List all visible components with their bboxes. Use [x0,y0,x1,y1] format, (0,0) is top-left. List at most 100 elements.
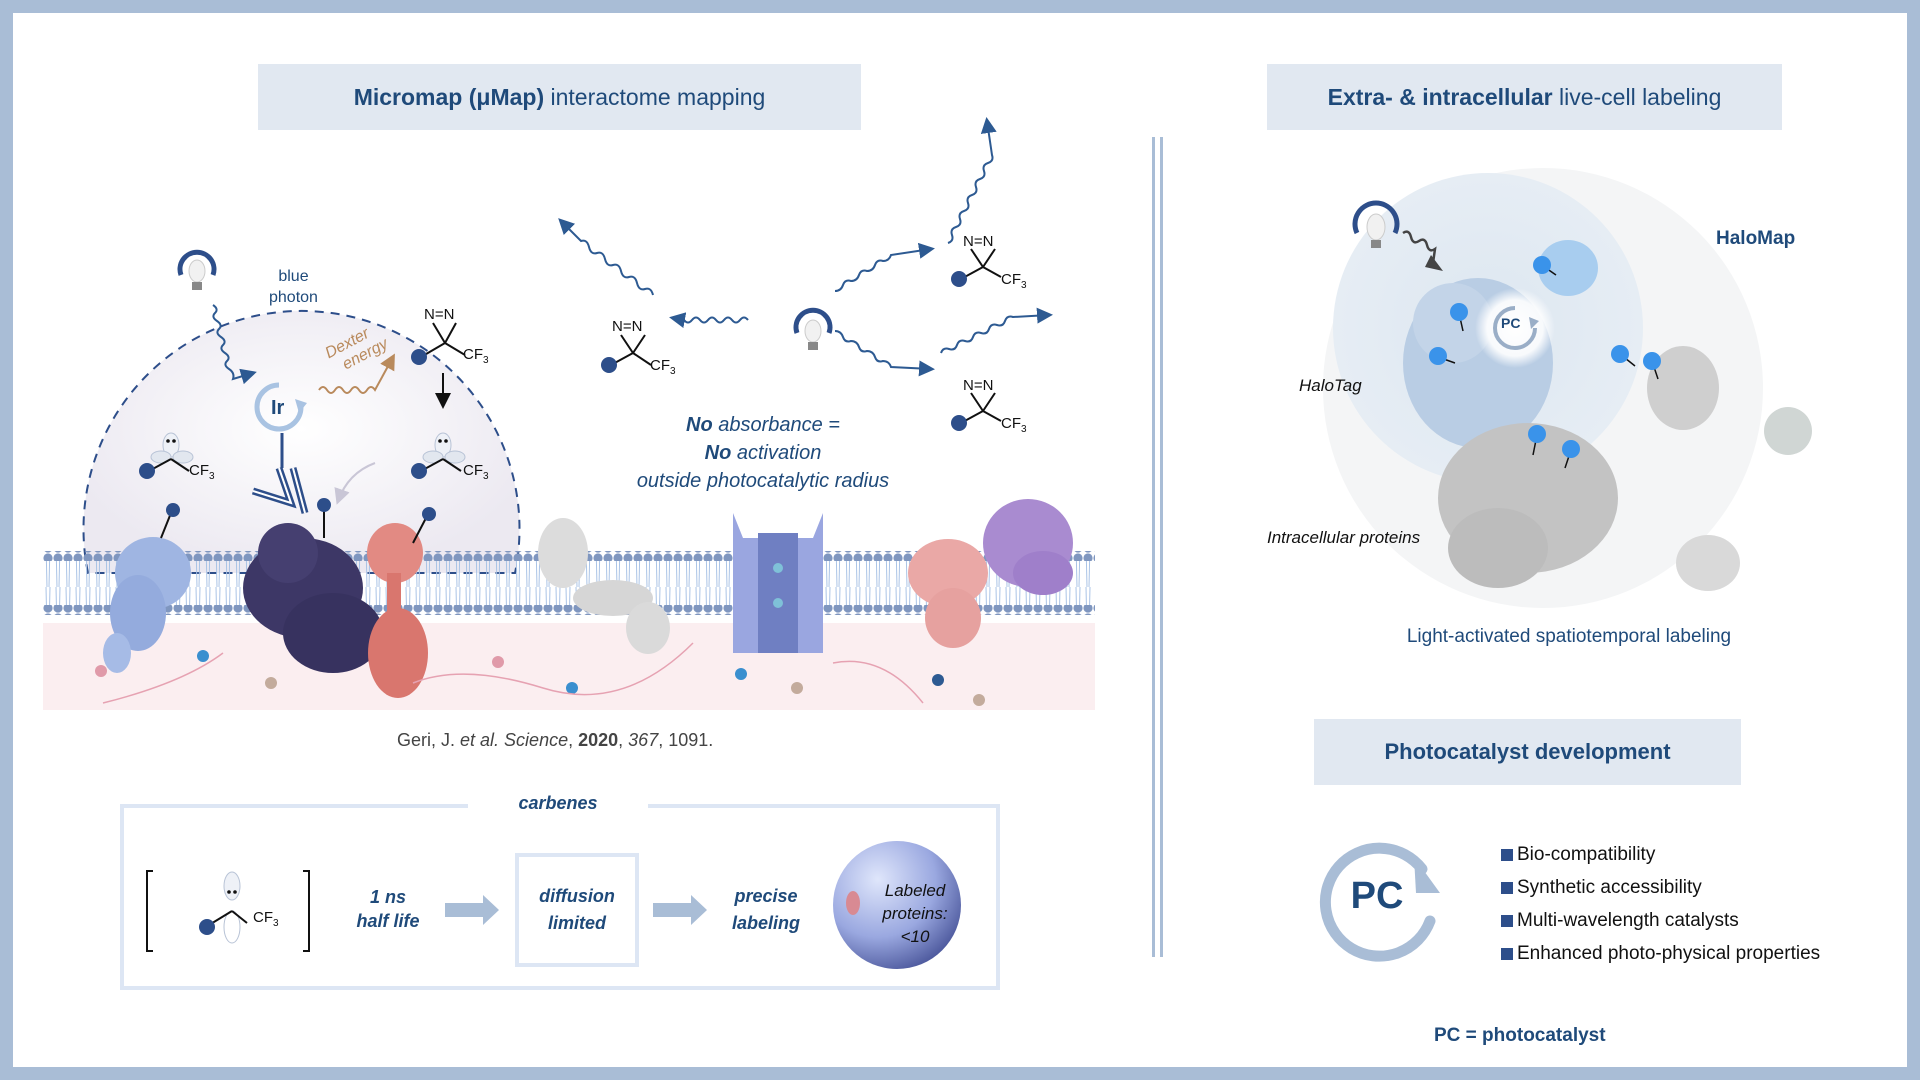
small-protein-bottom [1676,535,1740,591]
ion-dot [265,677,277,689]
diazirine-structure-3 [951,248,1002,287]
pc-dev-item-label: Synthetic accessibility [1517,876,1702,898]
blue-photon-label-line1: blue [278,268,309,285]
precise-line1: precise [734,886,798,906]
blue-photon-label: blue photon [269,266,318,308]
carbene-structure-left [139,432,194,479]
pc-dev-title-text: Photocatalyst development [1384,739,1671,764]
labeled-proteins-text: Labeled proteins: <10 [865,879,965,948]
outer-photon-waves [558,117,1053,377]
no-bold-2: No [704,442,732,464]
left-title-rest: interactome mapping [544,83,766,110]
pc-dev-title: Photocatalyst development [1314,719,1741,785]
probe-pins [160,498,436,544]
pc-dev-item: Synthetic accessibility [1501,871,1820,904]
dexter-energy-wave [318,353,395,394]
citation-year: 2020 [578,730,619,750]
pc-dev-item-label: Bio-compatibility [1517,843,1656,865]
citation-volume: 367 [628,730,659,750]
pc-big-label: PC [1350,875,1404,917]
right-panel-title: Extra- & intracellular live-cell labelin… [1267,64,1782,130]
no-absorbance-rest: absorbance = [712,414,840,436]
halotag-label: HaloTag [1299,376,1362,395]
protein-light-blue [103,537,191,673]
citation-sep: , [618,730,629,750]
figure-canvas: Micromap (μMap) interactome mapping [13,13,1907,1067]
diffusion-line2: limited [547,913,606,933]
half-life-line2: half life [356,911,420,931]
left-panel-title: Micromap (μMap) interactome mapping [258,64,861,130]
blue-photon-wave [212,304,257,385]
ion-dot [492,656,504,668]
membrane-inner-heads [43,605,1095,615]
diazirine-nn-label-1: N=N [424,306,455,323]
ion-dot [973,694,985,706]
flow-arrow-2 [653,895,707,925]
cf3-label-3: CF3 [189,462,215,482]
antibody-icon [251,433,309,514]
ion-dot [95,665,107,677]
right-title-rest: live-cell labeling [1552,83,1722,110]
lightbulb-icon [177,249,217,290]
pc-small-label: PC [1501,315,1521,331]
citation: Geri, J. et al. Science, 2020, 367, 1091… [397,730,713,751]
right-title-bold: Extra- & intracellular [1327,83,1553,110]
square-bullet-icon [1501,914,1513,927]
no-absorbance-text: No absorbance = No activation outside ph… [613,411,913,495]
diazirine-structure-4 [951,392,1002,431]
halomap-probe-pins [1429,256,1661,469]
bracketed-carbene-structure [146,870,310,952]
diazirine-structure-1 [411,322,466,365]
square-bullet-icon [1501,947,1513,960]
grey-curved-arrow [334,462,376,505]
halomap-photon-wave [1402,230,1437,264]
precise-line2: labeling [731,913,800,933]
citation-pages: , 1091. [658,730,714,750]
ion-dot [735,668,747,680]
half-life-line1: 1 ns [369,887,407,907]
no-absorbance-line3: outside photocatalytic radius [636,470,890,492]
ion-dot [566,682,578,694]
no-activation-rest: activation [731,442,822,464]
sphere-line1: Labeled [884,881,946,900]
pc-footnote: PC = photocatalyst [1434,1025,1606,1046]
diffusion-line1: diffusion [539,886,615,906]
halomap-caption: Light-activated spatiotemporal labeling [1406,626,1732,647]
citation-etal: et al. [460,730,500,750]
citation-sep: , [568,730,579,750]
no-absorbance-line1: No absorbance = [613,411,913,439]
panel-divider-right-line [1160,137,1163,957]
ion-channel-protein [733,513,823,653]
citation-journal: Science [499,730,569,750]
pc-dev-item: Multi-wavelength catalysts [1501,904,1820,937]
labeled-proteins-sphere [833,841,961,969]
ion-dot [932,674,944,686]
diffusion-limited-box: diffusion limited [515,853,639,967]
intracellular-proteins-label: Intracellular proteins [1267,528,1421,547]
no-absorbance-line2: No activation [613,439,913,467]
iridium-label: Ir [271,397,285,419]
half-life-text: 1 ns half life [343,885,433,933]
square-bullet-icon [1501,848,1513,861]
small-protein-far [1764,407,1812,455]
cf3-label-4: CF3 [650,357,676,377]
cf3-label-2: CF3 [463,462,489,482]
left-title-bold: Micromap (μMap) [353,83,545,110]
cell-membrane-scene [43,499,1095,710]
carbene-structure-right [411,432,466,479]
pc-dev-item-label: Multi-wavelength catalysts [1517,909,1739,931]
halomap-label: HaloMap [1716,228,1796,249]
photocatalytic-radius-bubble [82,310,521,574]
small-protein-blue [1538,240,1598,296]
pc-dev-list: Bio-compatibility Synthetic accessibilit… [1501,838,1820,970]
square-bullet-icon [1501,881,1513,894]
precise-labeling-text: precise labeling [721,883,811,937]
small-protein-grey [1647,346,1719,430]
protein-pink [908,539,988,648]
diazirine-nn-label-4: N=N [963,377,994,394]
sphere-line3: <10 [900,927,930,946]
pc-dev-item: Enhanced photo-physical properties [1501,937,1820,970]
chemistry-structures [139,248,1002,505]
cf3-label-5: CF3 [1001,271,1027,291]
citation-authors: Geri, J. [397,730,461,750]
